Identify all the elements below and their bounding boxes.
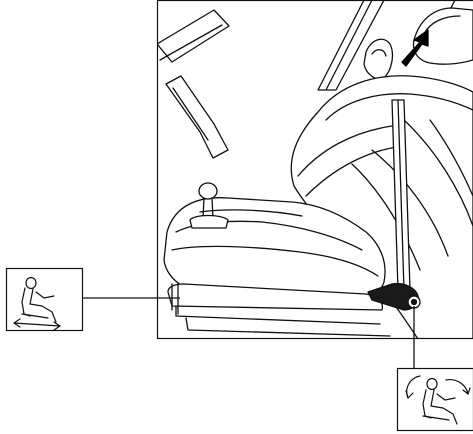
seat-recline-icon bbox=[398, 369, 473, 431]
seat-illustration bbox=[157, 0, 473, 339]
seat-slide-icon bbox=[7, 269, 83, 331]
